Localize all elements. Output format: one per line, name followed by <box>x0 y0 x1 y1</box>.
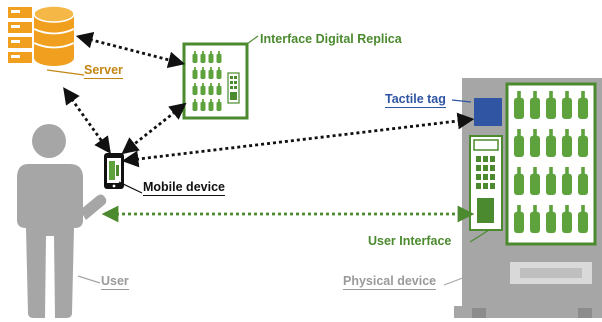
bottle-icon <box>578 91 588 119</box>
tactile-tag-label: Tactile tag <box>385 92 446 108</box>
keypad-key <box>483 165 488 171</box>
bottle-icon <box>562 167 572 195</box>
bottle-icon <box>192 67 198 79</box>
bottle-icon <box>192 83 198 95</box>
bottle-icon <box>514 129 524 157</box>
digital-replica-icon <box>182 42 249 120</box>
replica-bottles <box>192 51 222 111</box>
keypad-key <box>483 183 488 189</box>
physical-device-icon <box>454 78 602 318</box>
bottle-icon <box>578 167 588 195</box>
device-leader-line <box>443 275 469 286</box>
keypad-key <box>476 183 481 189</box>
bottle-icon <box>530 129 540 157</box>
bottle-icon <box>546 205 556 233</box>
keypad-key <box>490 183 495 189</box>
bottle-icon <box>208 99 214 111</box>
keypad <box>476 156 495 189</box>
ui-leader-line <box>469 229 490 243</box>
bottle-icon <box>216 51 222 63</box>
server-icon <box>8 5 75 66</box>
bottle-icon <box>192 51 198 63</box>
replica-leader-line <box>246 35 259 45</box>
keypad-key <box>490 156 495 162</box>
bottle-icon <box>530 205 540 233</box>
keypad-key <box>483 174 488 180</box>
keypad-key <box>476 174 481 180</box>
bottle-icon <box>216 99 222 111</box>
bottle-icon <box>200 99 206 111</box>
digital-replica-label: Interface Digital Replica <box>260 32 402 46</box>
bottle-icon <box>578 205 588 233</box>
bottle-icon <box>200 67 206 79</box>
server-replica-arrow <box>75 31 186 69</box>
keypad-key <box>490 165 495 171</box>
keypad-key <box>490 174 495 180</box>
machine-bottles <box>514 91 588 233</box>
bottle-icon <box>200 51 206 63</box>
keypad-key <box>476 156 481 162</box>
user-label: User <box>101 274 129 290</box>
mobile-phone-icon <box>104 153 124 189</box>
user-interface-label: User Interface <box>368 234 452 248</box>
bottle-icon <box>530 91 540 119</box>
bottle-icon <box>562 205 572 233</box>
keypad-key <box>476 165 481 171</box>
bottle-icon <box>562 91 572 119</box>
bottle-icon <box>578 129 588 157</box>
mobile-leader-line <box>118 181 143 194</box>
bottle-icon <box>208 83 214 95</box>
bottle-icon <box>200 83 206 95</box>
bottle-icon <box>192 99 198 111</box>
mobile-device-label: Mobile device <box>143 180 225 196</box>
physical-device-label: Physical device <box>343 274 437 290</box>
server-label: Server <box>84 63 123 79</box>
mobile-tag-arrow <box>121 112 475 168</box>
server-mobile-arrow <box>63 87 111 154</box>
tag-leader-line <box>451 99 472 103</box>
bottle-icon <box>208 51 214 63</box>
bottle-icon <box>208 67 214 79</box>
bottle-icon <box>546 91 556 119</box>
bottle-icon <box>546 167 556 195</box>
server-leader-line <box>46 69 85 76</box>
bottle-icon <box>546 129 556 157</box>
bottle-icon <box>530 167 540 195</box>
replica-mobile-arrow <box>121 102 187 155</box>
user-icon <box>17 124 107 318</box>
bottle-icon <box>514 167 524 195</box>
bottle-icon <box>514 205 524 233</box>
user-leader-line <box>77 275 101 284</box>
tactile-tag <box>474 98 502 126</box>
bottle-icon <box>562 129 572 157</box>
bottle-icon <box>514 91 524 119</box>
bottle-icon <box>216 67 222 79</box>
keypad-key <box>483 156 488 162</box>
bottle-icon <box>216 83 222 95</box>
